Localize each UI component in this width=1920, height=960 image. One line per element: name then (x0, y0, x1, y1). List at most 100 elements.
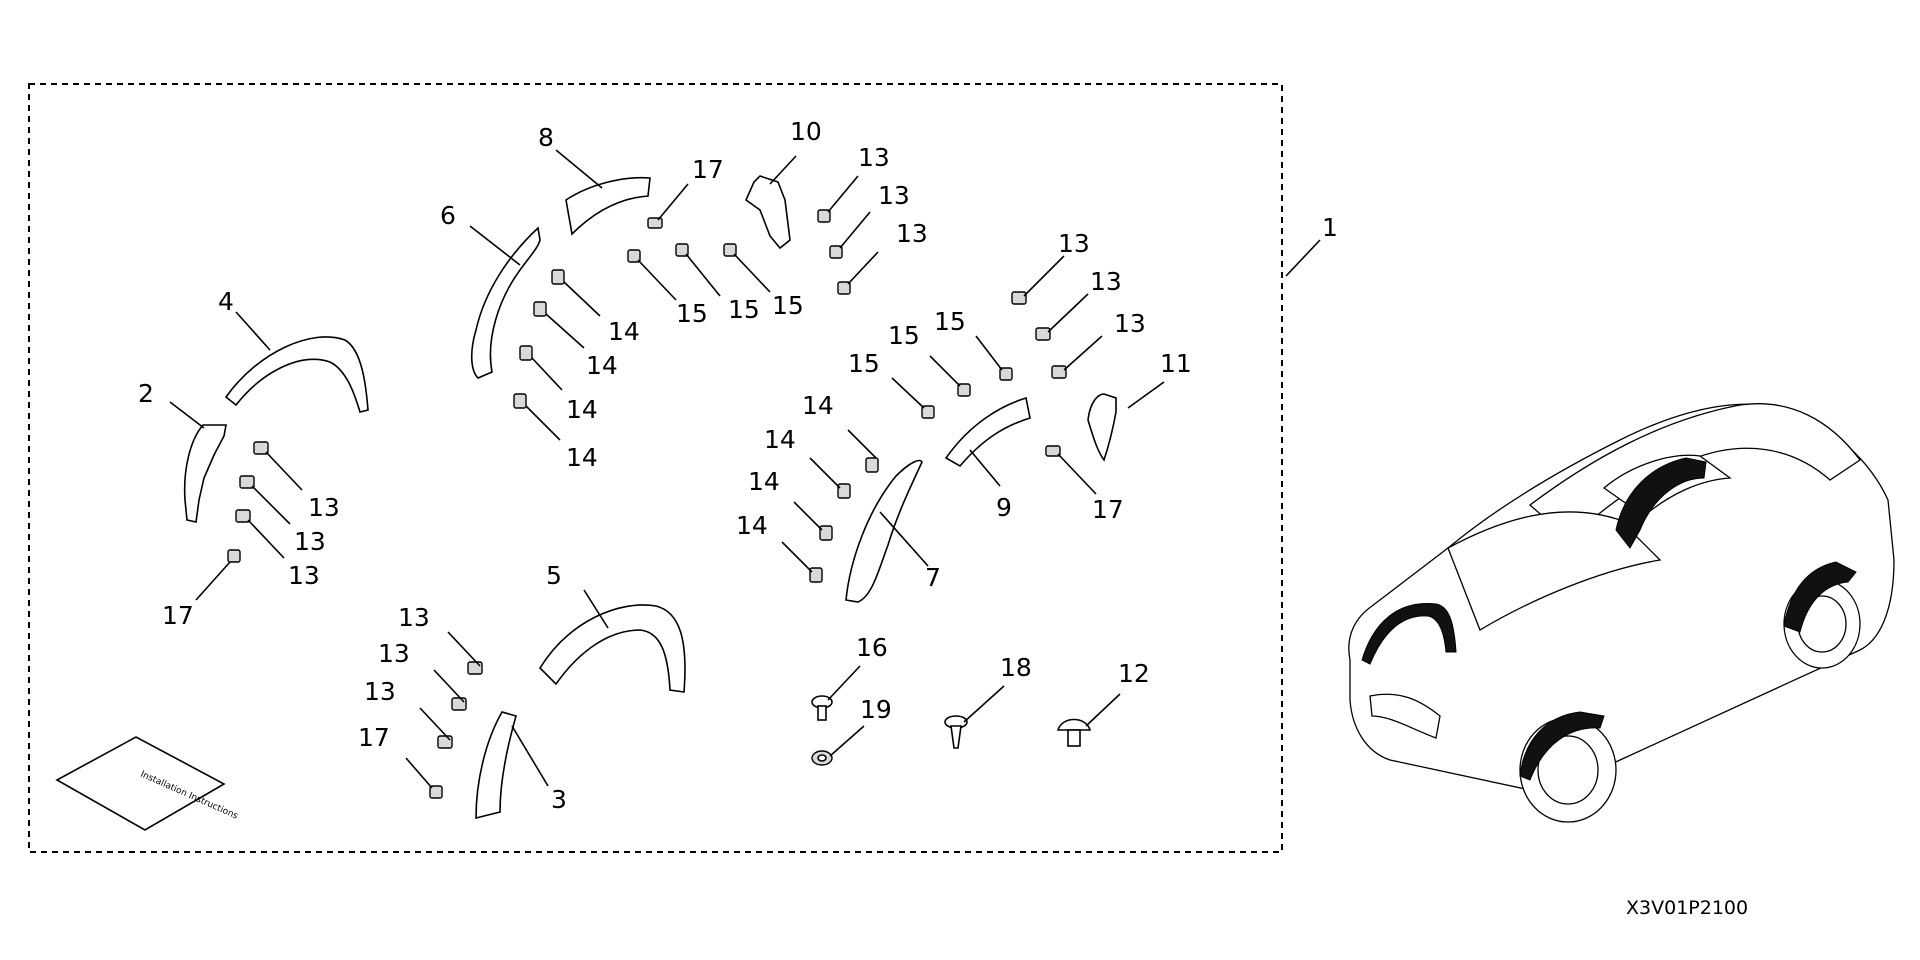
clip-14[interactable] (513, 393, 527, 409)
callout-13: 13 (1114, 309, 1146, 338)
clip-13[interactable] (467, 661, 483, 675)
callout-8: 8 (538, 123, 554, 152)
callout-4: 4 (218, 287, 234, 316)
vehicle-flare-rear-right (1783, 561, 1857, 633)
clip-17[interactable] (647, 217, 663, 229)
part-10-shape[interactable] (745, 175, 791, 250)
clip-17[interactable] (429, 785, 443, 799)
clip-13[interactable] (1051, 365, 1067, 379)
callout-17: 17 (162, 601, 194, 630)
callout-13: 13 (364, 677, 396, 706)
callout-15: 15 (934, 307, 966, 336)
callout-17: 17 (358, 723, 390, 752)
clip-14[interactable] (865, 457, 879, 473)
callout-17: 17 (692, 155, 724, 184)
clip-15[interactable] (999, 367, 1013, 381)
callout-9: 9 (996, 493, 1012, 522)
part-2-shape[interactable] (183, 424, 227, 523)
callout-15: 15 (772, 291, 804, 320)
part-8-shape[interactable] (565, 176, 651, 236)
kit-boundary (28, 83, 1283, 853)
callout-13: 13 (858, 143, 890, 172)
fastener-16[interactable] (811, 695, 833, 721)
clip-13[interactable] (235, 509, 251, 523)
callout-16: 16 (856, 633, 888, 662)
callout-7: 7 (925, 563, 941, 592)
callout-13: 13 (288, 561, 320, 590)
vehicle-illustration (1348, 403, 1895, 823)
clip-14-set (513, 269, 879, 583)
callout-13: 13 (1058, 229, 1090, 258)
clip-15[interactable] (627, 249, 641, 263)
clip-17-set (227, 217, 1061, 799)
washer-19[interactable] (811, 750, 833, 766)
clip-13[interactable] (451, 697, 467, 711)
clip-17[interactable] (227, 549, 241, 563)
callout-10: 10 (790, 117, 822, 146)
callout-14: 14 (764, 425, 796, 454)
part-7-shape[interactable] (845, 459, 923, 603)
callout-3: 3 (551, 785, 567, 814)
clip-13-set (235, 209, 1067, 749)
clip-13[interactable] (253, 441, 269, 455)
callout-6: 6 (440, 201, 456, 230)
callout-11: 11 (1160, 349, 1192, 378)
clip-15-set (627, 243, 1013, 419)
clip-13[interactable] (239, 475, 255, 489)
clip-15[interactable] (921, 405, 935, 419)
callout-13: 13 (378, 639, 410, 668)
clip-12[interactable] (1056, 718, 1092, 747)
callout-13: 13 (294, 527, 326, 556)
callout-labels: 1 2 3 4 5 6 7 8 9 10 11 12 16 18 19 13 1… (138, 117, 1338, 814)
clip-13[interactable] (437, 735, 453, 749)
clip-13[interactable] (829, 245, 843, 259)
screw-18[interactable] (944, 715, 968, 749)
part-4-shape[interactable] (224, 336, 369, 413)
clip-14[interactable] (533, 301, 547, 317)
instruction-sheet: Installation Instructions (55, 736, 240, 831)
callout-13: 13 (398, 603, 430, 632)
clip-13[interactable] (1011, 291, 1027, 305)
callout-2: 2 (138, 379, 154, 408)
clip-15[interactable] (957, 383, 971, 397)
callout-13: 13 (878, 181, 910, 210)
vehicle-flare-rear-left (1615, 457, 1707, 549)
callout-13: 13 (308, 493, 340, 522)
clip-13[interactable] (1035, 327, 1051, 341)
callout-1: 1 (1322, 213, 1338, 242)
clip-13[interactable] (837, 281, 851, 295)
clip-15[interactable] (675, 243, 689, 257)
part-11-shape[interactable] (1087, 393, 1117, 462)
callout-19: 19 (860, 695, 892, 724)
vehicle-flare-front-left (1361, 603, 1457, 665)
callout-15: 15 (728, 295, 760, 324)
clip-15[interactable] (723, 243, 737, 257)
callout-14: 14 (608, 317, 640, 346)
clip-17[interactable] (1045, 445, 1061, 457)
callout-12: 12 (1118, 659, 1150, 688)
callout-14: 14 (566, 443, 598, 472)
vehicle-flare-front-right (1519, 711, 1605, 781)
clip-14[interactable] (809, 567, 823, 583)
callout-14: 14 (802, 391, 834, 420)
callout-13: 13 (896, 219, 928, 248)
diagram-code: X3V01P2100 (1626, 897, 1748, 919)
callout-17: 17 (1092, 495, 1124, 524)
callout-14: 14 (736, 511, 768, 540)
clip-13[interactable] (817, 209, 831, 223)
callout-15: 15 (848, 349, 880, 378)
clip-14[interactable] (819, 525, 833, 541)
part-3-shape[interactable] (475, 711, 517, 820)
callout-13: 13 (1090, 267, 1122, 296)
clip-14[interactable] (551, 269, 565, 285)
clip-14[interactable] (837, 483, 851, 499)
callout-15: 15 (888, 321, 920, 350)
part-6-shape[interactable] (470, 226, 541, 379)
callout-5: 5 (546, 561, 562, 590)
part-5-shape[interactable] (538, 604, 686, 693)
clip-14[interactable] (519, 345, 533, 361)
part-9-shape[interactable] (944, 396, 1031, 468)
leader-lines (169, 149, 1321, 789)
callout-14: 14 (586, 351, 618, 380)
